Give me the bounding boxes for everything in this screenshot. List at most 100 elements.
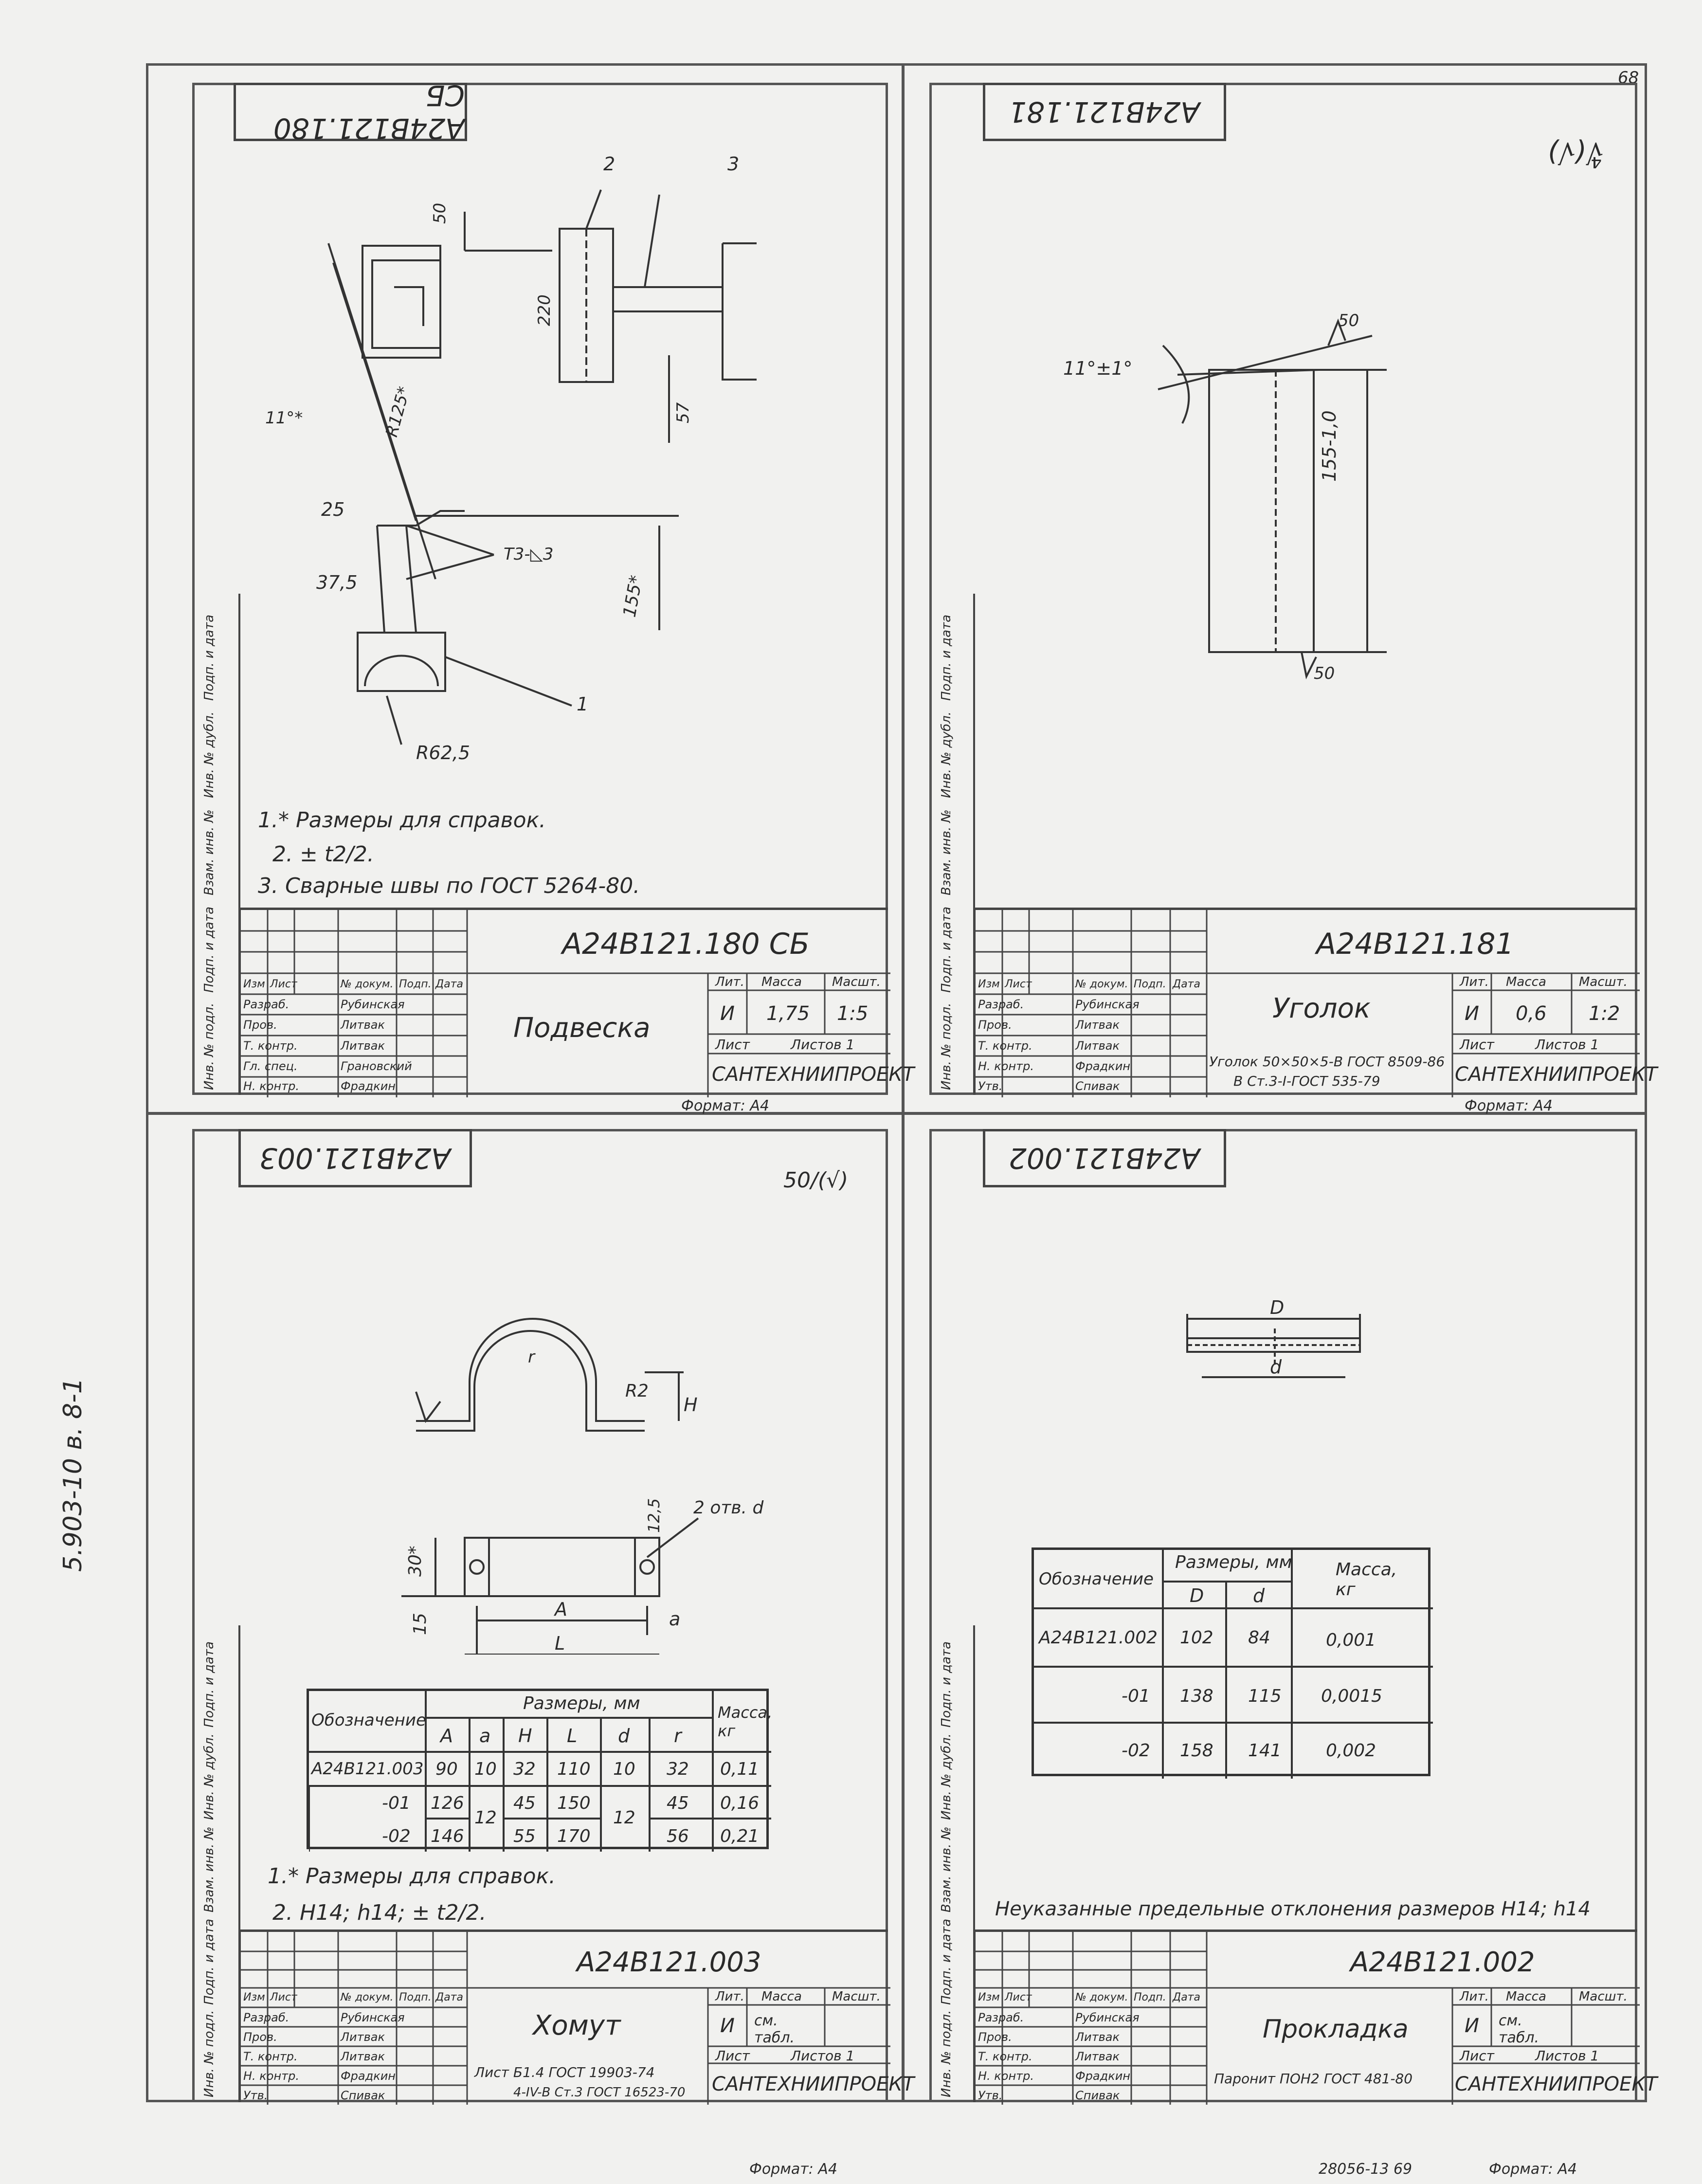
q1-code: А24В121.180 СБ [562,927,810,961]
q1-scale-label: Масшт. [832,975,881,989]
q1-dim-r62: R62,5 [416,742,470,764]
q4-col-mass: Масса, кг [1336,1560,1397,1600]
q2-angle: 11°±1° [1063,358,1132,379]
q2-sheets: Листов 1 [1535,1037,1599,1053]
q3-mass-label: Масса [761,1989,802,2004]
q3-col-desig: Обозначение [311,1711,426,1730]
q4-sidebar: Инв. № подл. Подп. и дата Взам. инв. № И… [929,1625,975,2102]
q4-material-1: Паронит ПОН2 ГОСТ 481-80 [1214,2071,1413,2087]
q4-dim-D: D [1270,1297,1284,1318]
q4-r1-d: 115 [1248,1686,1282,1706]
q2-tag: А24В121.181 [983,83,1226,141]
q2-side-4: Инв. № дубл. [939,711,954,798]
q3-scale-label: Масшт. [832,1989,881,2004]
q1-dim-155: 155* [619,574,646,619]
q4-r2-d: 141 [1248,1741,1282,1761]
q1-dim-25: 25 [321,499,344,520]
q4-role-doc: № докум. [1075,1991,1128,2003]
q2-len: 155-1,0 [1319,410,1340,482]
q1-side-5: Подп. и дата [202,614,217,701]
q3-r1-H: 45 [513,1793,536,1813]
q4-name-2: Литвак [1075,2030,1120,2044]
q1-pos-2: 2 [603,153,615,175]
q3-side-3: Взам. инв. № [202,1826,217,1912]
q2-tag-text: А24В121.181 [1009,95,1200,128]
q4-title-block: Изм Лист № докум. Подп. Дата Разраб. Про… [973,1929,1657,2105]
q2-scale-label: Масшт. [1579,975,1628,989]
q2-name-6: Спивак [1075,1079,1120,1093]
q4-name-1: Рубинская [1075,2011,1140,2024]
footer-code: 28056-13 69 [1319,2161,1412,2178]
q1-role-1: Разраб. [243,998,290,1011]
q2-role-6: Утв. [978,1079,1003,1093]
q3-dim-15: 15 [410,1613,430,1635]
q3-col-group: Размеры, мм [523,1693,640,1713]
q4-tag-text: А24В121.002 [1009,1142,1200,1175]
q3-dim-125: 12,5 [645,1498,663,1533]
q3-r2-mass: 0,21 [720,1826,760,1846]
q1-side-4: Инв. № дубл. [202,711,217,798]
q4-role-1: Разраб. [978,2011,1024,2024]
q1-angle: 11°* [265,408,303,428]
q3-dim-l: L [555,1633,565,1654]
q3-r0-mass: 0,11 [720,1759,760,1779]
q3-tag: А24В121.003 [238,1129,472,1187]
q3-table: Обозначение Размеры, мм Масса, кг A a H … [307,1689,773,1852]
q3-note-1: 1.* Размеры для справок. [268,1864,556,1889]
q3-code: А24В121.003 [577,1947,761,1978]
q3-frame [192,1129,888,2102]
q3-org: САНТЕХНИИПРОЕКТ [712,2073,915,2095]
q3-dim-30: 30* [405,1546,425,1577]
q2-role-date: Дата [1173,978,1200,990]
q1-role-5: Н. контр. [243,1079,300,1093]
q2-lit: И [1465,1002,1479,1025]
q3-dim-h: H [684,1394,698,1416]
q1-side-2: Подп. и дата [202,906,217,993]
q2-lit-label: Лит. [1460,975,1489,989]
q1-side-3: Взам. инв. № [202,809,217,895]
q3-sheet: Лист [715,2048,750,2064]
q3-r1-d: 12 [613,1808,635,1828]
q3-dim-a-small: a [669,1608,680,1630]
q3-col-mass: Масса, кг [718,1703,773,1740]
q1-sheets: Листов 1 [791,1037,855,1053]
q3-sheets: Листов 1 [791,2048,855,2064]
q3-r1-r: 45 [667,1793,689,1813]
q3-name-3: Литвак [341,2050,385,2063]
q1-scale: 1:5 [837,1002,869,1025]
q2-side-2: Подп. и дата [939,906,954,993]
q3-name-6: Спивак [341,2089,385,2102]
q4-side-5: Подп. и дата [939,1641,954,1728]
q2-mass-label: Масса [1506,975,1546,989]
q4-tag: А24В121.002 [983,1129,1226,1187]
q1-weld: Т3-◺3 [504,545,553,564]
q3-clamp-top-view [464,1537,660,1597]
q3-sidebar: Инв. № подл. Подп. и дата Взам. инв. № И… [192,1625,240,2102]
q2-role-5: Н. контр. [978,1059,1034,1073]
q4-sheets: Листов 1 [1535,2048,1599,2064]
q3-role-1: Разраб. [243,2011,290,2024]
q3-role-izm: Изм [243,1991,265,2003]
q1-role-doc: № докум. [341,978,394,990]
q4-r2-D: 158 [1180,1741,1213,1761]
q4-name-3: Литвак [1075,2050,1120,2063]
q4-frame [929,1129,1637,2102]
q1-title-grid [241,910,890,1097]
q4-role-6: Утв. [978,2089,1003,2102]
q1-name-5: Фрадкин [341,1079,396,1093]
q2-material-1: Уголок 50×50×5-В ГОСТ 8509-86 [1209,1054,1445,1070]
q4-table: Обозначение Размеры, мм Масса, кг D d А2… [1032,1547,1433,1779]
q3-lit-label: Лит. [715,1989,744,2004]
q2-frame [929,83,1637,1095]
q1-sheet: Лист [715,1037,750,1053]
q4-org: САНТЕХНИИПРОЕКТ [1455,2073,1658,2095]
q1-note-1: 1.* Размеры для справок. [258,808,546,833]
q2-material-2: В Ст.3-I-ГОСТ 535-79 [1233,1073,1380,1089]
series-code: 5.903-10 в. 8-1 [58,1378,88,1572]
q3-r0-A: 90 [435,1759,458,1779]
q2-side-5: Подп. и дата [939,614,954,701]
q3-r0-H: 32 [513,1759,536,1779]
q3-dim-r2: R2 [625,1381,649,1401]
q1-role-date: Дата [435,978,463,990]
q1-dim-r125: R125* [382,384,414,439]
